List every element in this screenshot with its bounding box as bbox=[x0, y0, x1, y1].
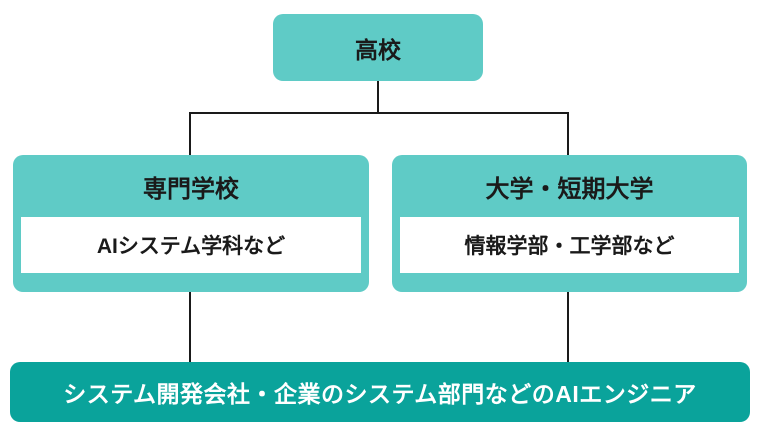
node-university: 大学・短期大学 情報学部・工学部など bbox=[392, 155, 747, 292]
connector-branch-horizontal bbox=[189, 112, 569, 114]
node-highschool: 高校 bbox=[273, 14, 483, 81]
vocational-school-title: 専門学校 bbox=[143, 175, 239, 203]
connector-top-stem bbox=[377, 81, 379, 114]
node-career-ai-engineer: システム開発会社・企業のシステム部門などのAIエンジニア bbox=[10, 362, 750, 422]
connector-right-drop bbox=[567, 112, 569, 156]
connector-right-to-career bbox=[567, 292, 569, 363]
node-vocational-school: 専門学校 AIシステム学科など bbox=[13, 155, 369, 292]
university-department: 情報学部・工学部など bbox=[400, 217, 739, 273]
university-title: 大学・短期大学 bbox=[485, 175, 654, 203]
connector-left-to-career bbox=[189, 292, 191, 363]
vocational-school-department: AIシステム学科など bbox=[21, 217, 361, 273]
connector-left-drop bbox=[189, 112, 191, 156]
